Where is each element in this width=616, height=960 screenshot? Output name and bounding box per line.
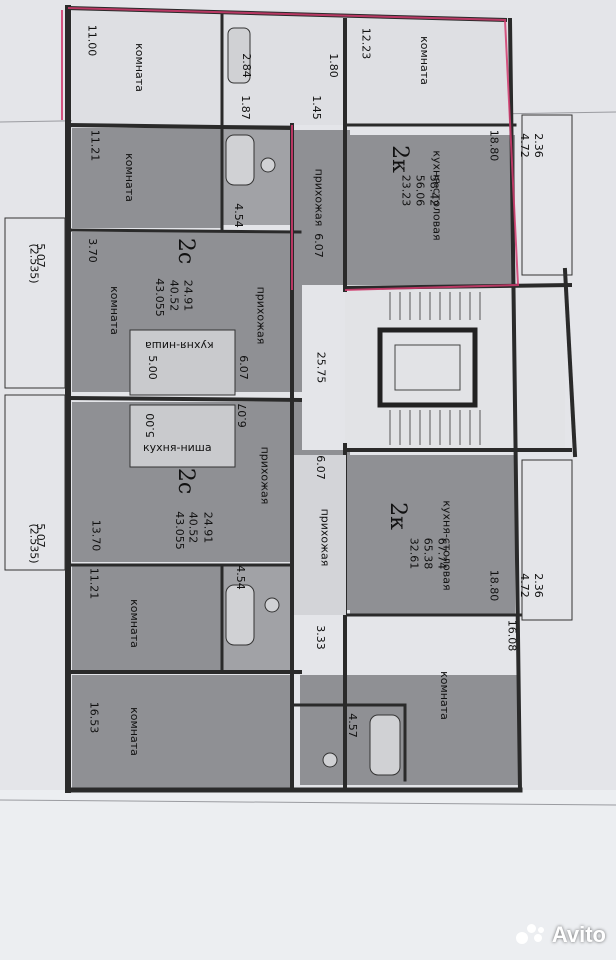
- room-label: комната: [127, 707, 141, 756]
- area-value: 43.055: [172, 511, 186, 550]
- room-label: комната: [107, 286, 121, 335]
- dim-label: 4.54: [233, 565, 247, 590]
- dim-label: 11.21: [88, 129, 102, 162]
- room-label: комната: [417, 36, 431, 85]
- dim-label: 1.87: [238, 95, 252, 120]
- area-value: 43.055: [152, 278, 166, 317]
- room-label: комната: [132, 43, 146, 92]
- niche-label: кухня-ниша: [143, 441, 212, 454]
- dim-label: 18.80: [487, 569, 501, 602]
- area-value: 56.06: [413, 174, 427, 207]
- apartment-type: 2к: [386, 145, 412, 173]
- apartment-type: 2к: [384, 502, 410, 530]
- dim-label: 2.84: [239, 53, 253, 78]
- apartment-type: 2с: [173, 467, 199, 495]
- dim-label: 25.75: [314, 351, 328, 384]
- dim-label: 11.00: [85, 24, 99, 57]
- avito-watermark: Avito: [515, 922, 606, 948]
- area-value: 24.91: [201, 511, 215, 544]
- room-label: комната: [127, 599, 141, 648]
- dim-label: 1.45: [309, 95, 323, 120]
- dim-label: 6.07: [313, 455, 327, 480]
- dim-label: 2.36: [531, 573, 545, 598]
- dim-label: 5.00: [143, 413, 157, 438]
- apartment-type: 2с: [173, 237, 199, 265]
- avito-logo-icon: [515, 924, 546, 946]
- dim-label: 6.07: [236, 355, 250, 380]
- dim-label: 4.72: [517, 573, 531, 598]
- dim-label: 2.36: [531, 133, 545, 158]
- dim-label: 3.70: [85, 238, 99, 263]
- area-value: 24.91: [181, 279, 195, 312]
- area-value: 40.52: [186, 511, 200, 544]
- hall-label: прихожая: [318, 508, 332, 567]
- dim-label: 12.23: [359, 27, 373, 60]
- dim-label: 4.57: [345, 713, 359, 738]
- area-value: 32.61: [407, 537, 421, 570]
- dim-label: 16.08: [505, 619, 519, 652]
- dim-label: 18.80: [487, 129, 501, 162]
- dim-label: 4.72: [517, 133, 531, 158]
- watermark-text: Avito: [551, 922, 606, 947]
- room-label: комната: [437, 671, 451, 720]
- highlight-outline: [61, 7, 520, 291]
- dim-label: 13.70: [89, 519, 103, 552]
- kitchen-label: кухня-столовая: [440, 500, 454, 591]
- area-value: 40.52: [167, 279, 181, 312]
- dim-label: 6.07: [235, 403, 249, 428]
- hall-label: прихожая: [254, 286, 268, 345]
- dim-label: 1.80: [326, 53, 340, 78]
- dim-label: 3.33: [313, 625, 327, 650]
- dim-label: 16.53: [87, 701, 101, 734]
- room-label: комната: [122, 153, 136, 202]
- area-value: 23.23: [399, 174, 413, 207]
- niche-label: кухня-ниша: [145, 339, 214, 352]
- dim-label: 4.54: [231, 203, 245, 228]
- dim-label: 5.00: [145, 355, 159, 380]
- dim-label: 6.07: [311, 233, 325, 258]
- area-value: 65.38: [421, 537, 435, 570]
- dim-label: (2.535): [27, 243, 41, 284]
- hall-label: прихожая: [258, 446, 272, 505]
- hall-label: прихожая: [312, 168, 326, 227]
- kitchen-label: кухня-столовая: [430, 150, 444, 241]
- apartment-fills: [72, 125, 520, 790]
- dim-label: 11.21: [87, 567, 101, 600]
- dim-label: (2.535): [27, 523, 41, 564]
